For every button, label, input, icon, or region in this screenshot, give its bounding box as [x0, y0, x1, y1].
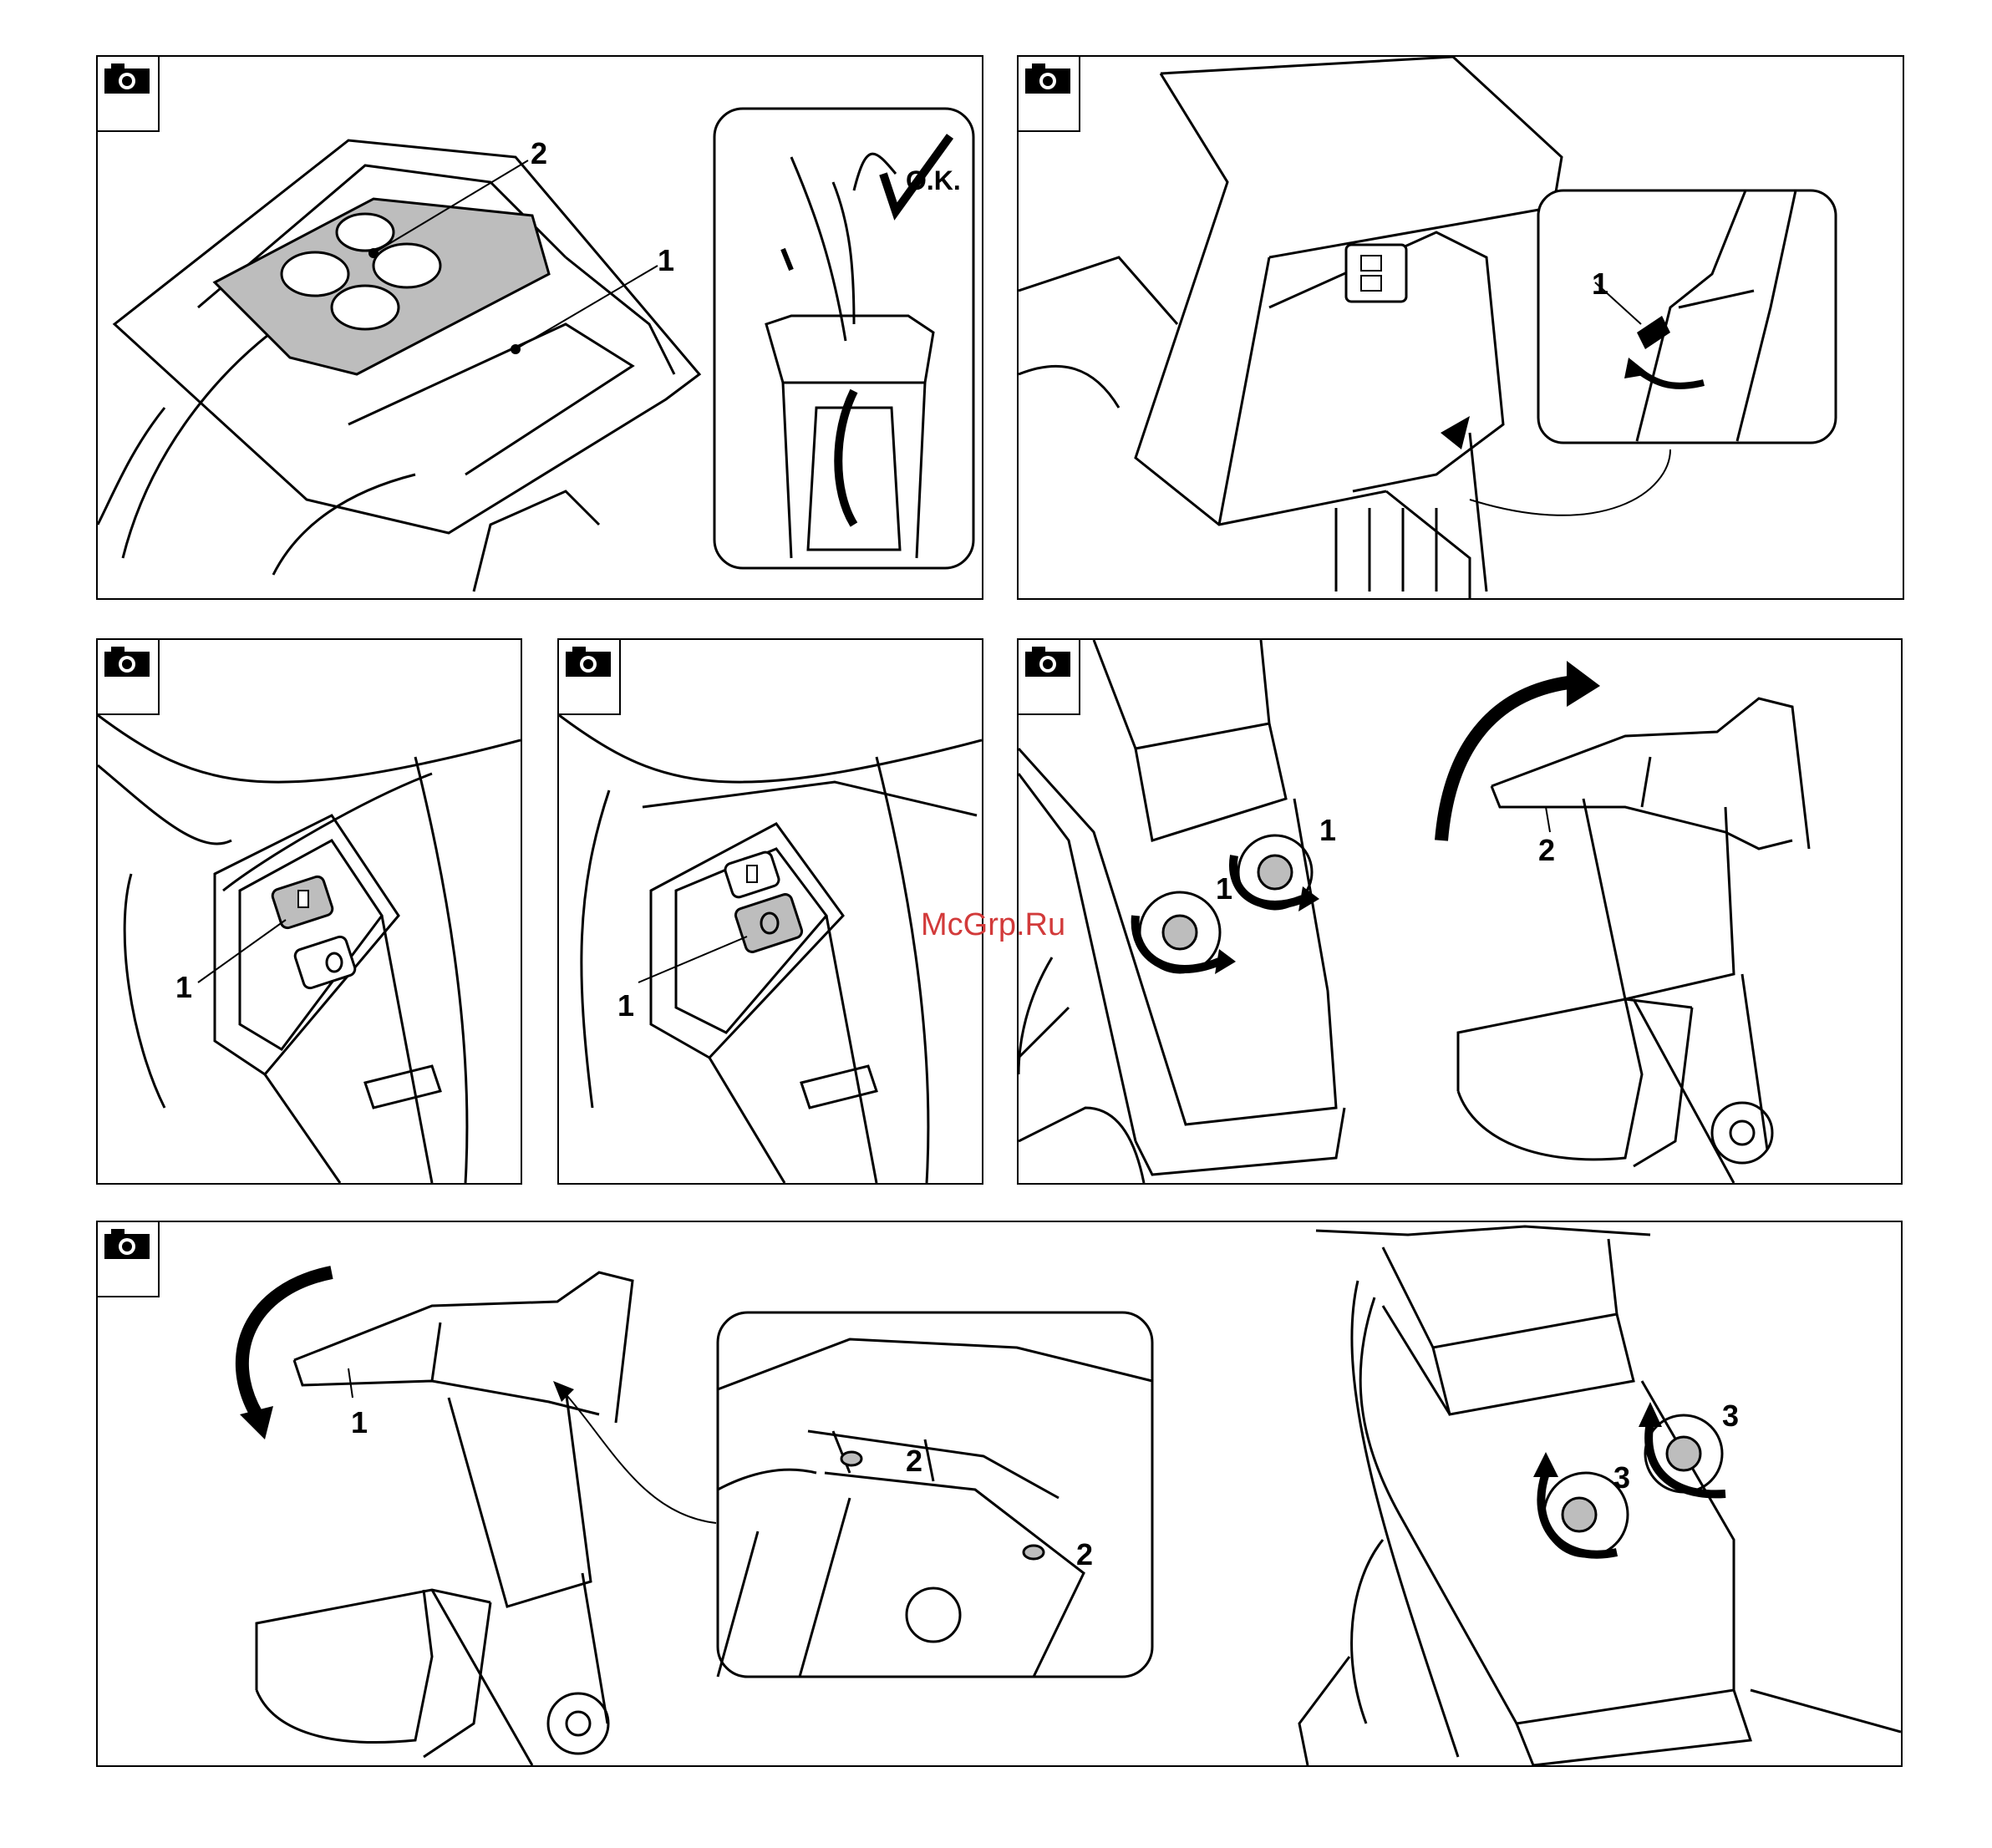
- hopper-close-drawing: [98, 1222, 1251, 1765]
- panel-1-insert-material: 2 1 O.K.: [96, 55, 983, 600]
- callout-1: 1: [617, 991, 634, 1021]
- callout-1: 1: [1319, 815, 1336, 845]
- switch-panel-drawing: [98, 640, 521, 1183]
- ok-label: O.K.: [906, 165, 961, 196]
- panel-5-loosen-knobs: 1 1: [1017, 638, 1378, 1185]
- callout-2: 2: [906, 1446, 922, 1476]
- hopper-open-drawing: [1375, 640, 1901, 1183]
- callout-2: 2: [1538, 835, 1555, 866]
- callout-1: 1: [658, 246, 674, 276]
- panel-7-close-hopper: 1 2 2: [96, 1221, 1253, 1767]
- callout-1: 1: [1216, 874, 1232, 904]
- panel-8-tighten-knobs: 3 3: [1249, 1221, 1903, 1767]
- panel-2-lock-hopper: 1: [1017, 55, 1904, 600]
- callout-1: 1: [351, 1408, 368, 1438]
- callout-2: 2: [1076, 1540, 1093, 1570]
- shredder-side-drawing: [1019, 57, 1903, 598]
- panel-6-open-hopper: 2: [1375, 638, 1903, 1185]
- callout-1: 1: [175, 972, 192, 1003]
- callout-3: 3: [1613, 1463, 1630, 1493]
- knob-housing-drawing: [1019, 640, 1376, 1183]
- callout-2: 2: [531, 139, 547, 169]
- watermark-text: McGrp.Ru: [921, 907, 1065, 943]
- callout-3: 3: [1722, 1401, 1739, 1431]
- panel-3-switch-on: 1: [96, 638, 522, 1185]
- callout-1: 1: [1592, 269, 1608, 299]
- knob-housing-drawing: [1249, 1222, 1901, 1765]
- switch-panel-drawing: [559, 640, 982, 1183]
- panel-4-switch-off: 1: [557, 638, 983, 1185]
